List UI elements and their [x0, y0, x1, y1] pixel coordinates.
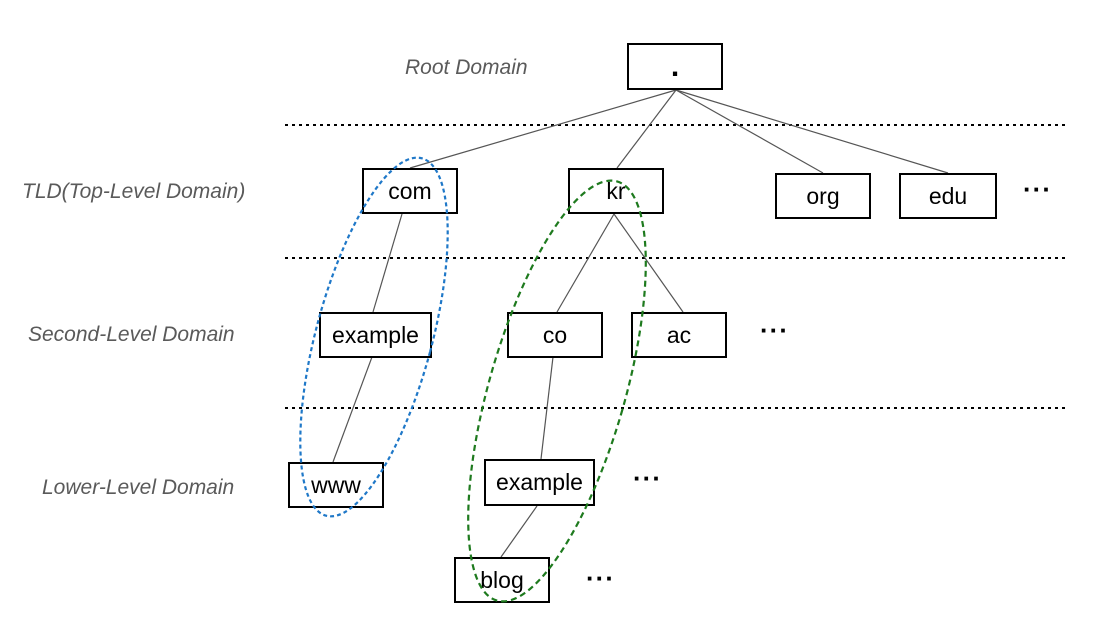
- node-kr: kr: [568, 168, 664, 214]
- edge-root-com: [409, 89, 677, 169]
- node-com: com: [362, 168, 458, 214]
- edge-example-blog: [500, 505, 538, 558]
- edge-example-www: [332, 356, 373, 463]
- label-lower-level-domain: Lower-Level Domain: [42, 476, 235, 499]
- edge-root-kr: [616, 89, 677, 169]
- label-second-level-domain: Second-Level Domain: [28, 323, 235, 346]
- edge-com-example: [372, 213, 403, 313]
- node-ac: ac: [631, 312, 727, 358]
- ellipsis-second: ···: [760, 315, 789, 345]
- node-co: co: [507, 312, 603, 358]
- edge-root-edu: [675, 89, 949, 174]
- ellipsis-tld: ···: [1023, 174, 1052, 204]
- label-tld: TLD(Top-Level Domain): [22, 180, 246, 203]
- node-example-lower: example: [484, 459, 595, 506]
- label-root-domain: Root Domain: [405, 56, 528, 79]
- edge-kr-co: [556, 213, 615, 313]
- edge-root-org: [675, 89, 824, 174]
- node-org: org: [775, 173, 871, 219]
- edge-kr-ac: [613, 213, 684, 313]
- node-blog: blog: [454, 557, 550, 603]
- node-www: www: [288, 462, 384, 508]
- ellipsis-bottom: ···: [586, 563, 615, 593]
- node-edu: edu: [899, 173, 997, 219]
- node-example-second: example: [319, 312, 432, 358]
- node-root: .: [627, 43, 723, 90]
- ellipsis-lower: ···: [633, 463, 662, 493]
